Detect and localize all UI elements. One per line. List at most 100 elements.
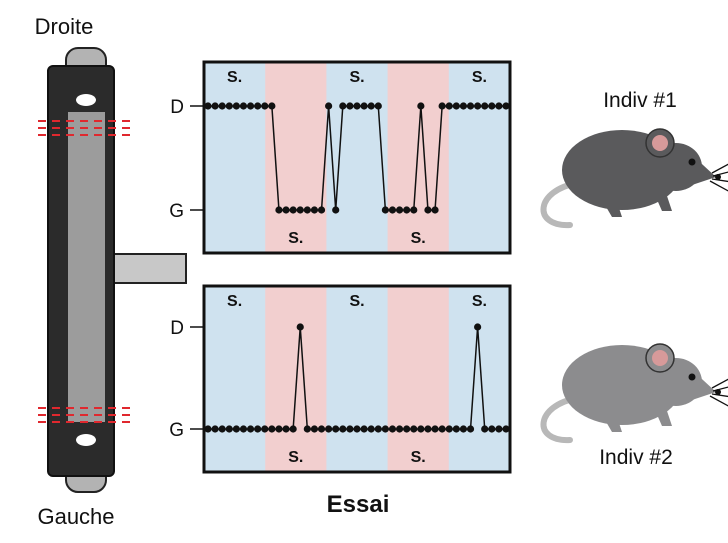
trial-plot-indiv-2: S.S.S.S.S. D G <box>169 284 512 474</box>
trial-band <box>448 286 511 472</box>
x-axis-label: Essai <box>327 491 390 518</box>
trial-series <box>204 102 510 214</box>
data-point <box>417 425 425 433</box>
data-point <box>268 425 276 433</box>
data-point <box>211 102 219 110</box>
trial-bands <box>204 62 511 253</box>
data-point <box>495 102 503 110</box>
data-point <box>410 206 418 214</box>
data-point <box>395 425 404 433</box>
data-point <box>353 102 361 110</box>
data-point <box>360 425 368 433</box>
data-point <box>303 206 311 214</box>
data-point <box>282 425 290 433</box>
segment-marker: S. <box>411 449 426 466</box>
data-point <box>204 425 212 433</box>
data-point <box>261 102 269 110</box>
trial-bands <box>204 286 511 472</box>
data-point <box>459 425 468 433</box>
segment-marker: S. <box>349 69 364 86</box>
data-point <box>346 425 354 433</box>
data-point <box>225 102 233 110</box>
data-point <box>218 425 226 433</box>
trial-band <box>387 286 450 472</box>
data-point <box>296 323 304 331</box>
data-point <box>232 102 240 110</box>
data-point <box>275 425 283 433</box>
data-point <box>466 102 475 110</box>
trial-markers: S. S. S. S. S. <box>227 69 487 247</box>
data-point <box>403 206 411 214</box>
data-point <box>332 206 340 214</box>
data-point <box>239 102 248 110</box>
data-point <box>424 425 432 433</box>
data-point <box>282 206 290 214</box>
trial-band <box>448 62 511 253</box>
maze-channel <box>68 112 105 422</box>
data-point <box>225 425 233 433</box>
data-point <box>339 425 347 433</box>
trial-band <box>204 62 266 253</box>
trial-band <box>326 62 389 253</box>
data-point <box>417 102 425 110</box>
segment-marker: S. <box>472 69 487 86</box>
maze-bottom-hole <box>76 434 96 446</box>
data-point <box>502 102 510 110</box>
data-point <box>246 425 255 433</box>
data-point <box>502 425 510 433</box>
data-point <box>374 425 382 433</box>
trial-series <box>204 323 510 433</box>
tick-label-g: G <box>169 420 184 441</box>
data-point <box>204 102 212 110</box>
data-point <box>459 102 468 110</box>
data-point <box>466 425 475 433</box>
data-point <box>232 425 240 433</box>
data-point <box>325 425 333 433</box>
data-point <box>431 425 439 433</box>
data-point <box>381 206 389 214</box>
segment-marker: S. <box>411 230 426 247</box>
data-point <box>289 425 297 433</box>
data-point <box>211 425 219 433</box>
mouse-label: Indiv #2 <box>599 446 673 469</box>
segment-marker: S. <box>227 293 242 310</box>
data-point <box>452 102 460 110</box>
data-point <box>268 102 276 110</box>
data-point <box>438 425 446 433</box>
data-point <box>445 102 453 110</box>
data-point <box>218 102 226 110</box>
data-point <box>310 425 319 433</box>
data-point <box>254 102 262 110</box>
trial-band <box>204 286 266 472</box>
trial-markers: S.S.S.S.S. <box>227 293 487 466</box>
sensor-lines-bottom <box>38 407 130 423</box>
data-point <box>261 425 269 433</box>
data-point <box>424 206 432 214</box>
mouse-label: Indiv #1 <box>603 89 677 112</box>
data-point <box>367 425 375 433</box>
data-point <box>239 425 248 433</box>
plot-frame <box>202 60 512 255</box>
maze-top-hole <box>76 94 96 106</box>
data-point <box>296 206 304 214</box>
label-gauche: Gauche <box>37 504 114 529</box>
data-point <box>367 102 375 110</box>
mouse-illustration-indiv-2: Indiv #2 <box>540 343 728 469</box>
data-point <box>325 102 333 110</box>
segment-marker: S. <box>288 230 303 247</box>
tick-label-g: G <box>169 201 184 222</box>
trial-band <box>387 62 450 253</box>
data-point <box>275 206 283 214</box>
data-point <box>495 425 503 433</box>
segment-marker: S. <box>227 69 242 86</box>
plot-frame <box>202 284 512 474</box>
tick-label-d: D <box>170 97 184 118</box>
data-point <box>403 425 411 433</box>
trial-band <box>265 62 327 253</box>
data-point <box>346 102 354 110</box>
data-point <box>474 323 482 331</box>
data-point <box>388 206 397 214</box>
data-point <box>353 425 361 433</box>
data-point <box>374 102 382 110</box>
